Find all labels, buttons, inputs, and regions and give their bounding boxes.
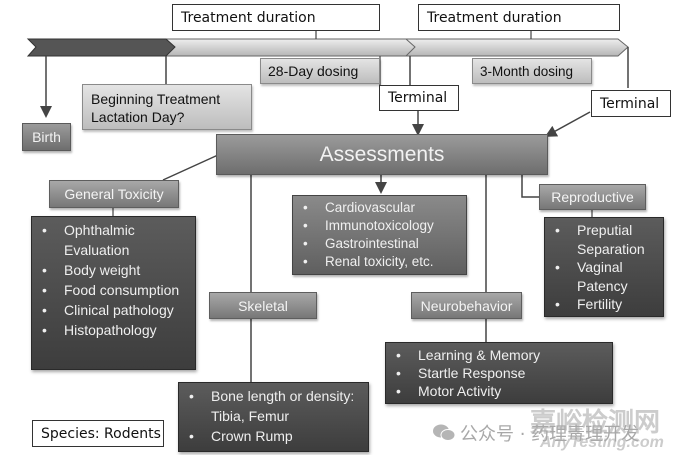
list-item: •Renal toxicity, etc. bbox=[303, 254, 434, 269]
wechat-account-text: 公众号 · 药理毒理开发 bbox=[460, 424, 640, 445]
treatment-duration-label: Treatment duration bbox=[181, 9, 316, 26]
list-item: •Vaginal Patency bbox=[555, 259, 628, 294]
list-item: •Food consumption bbox=[42, 282, 180, 298]
list-item: •Ophthalmic Evaluation bbox=[42, 222, 135, 258]
treatment-duration-box-2: Treatment duration bbox=[418, 4, 620, 31]
wechat-icon bbox=[433, 424, 456, 441]
beginning-treatment-box: Beginning Treatment Lactation Day? bbox=[82, 84, 252, 130]
watermark-wechat: 公众号 · 药理毒理开发 bbox=[432, 420, 639, 446]
skeletal-box: Skeletal bbox=[209, 292, 317, 319]
species-label: Species: Rodents bbox=[41, 425, 161, 442]
neurobehavior-label: Neurobehavior bbox=[420, 297, 513, 314]
watermark-site-cn: 嘉峪检测网 bbox=[530, 408, 661, 438]
dosing-3-month-box: 3-Month dosing bbox=[472, 58, 592, 84]
list-item: •Bone length or density: Tibia, Femur bbox=[189, 388, 355, 424]
assessments-title: Assessments bbox=[319, 142, 445, 166]
birth-label: Birth bbox=[32, 129, 61, 145]
timeline-segment-pre-treatment bbox=[26, 38, 176, 57]
dosing-28-day-box: 28-Day dosing bbox=[260, 58, 380, 84]
assessments-header: Assessments bbox=[216, 134, 548, 175]
general-toxicity-label: General Toxicity bbox=[64, 186, 164, 202]
list-item: •Gastrointestinal bbox=[303, 236, 419, 251]
list-item: •Preputial Separation bbox=[555, 222, 645, 257]
terminal-box-1: Terminal bbox=[379, 85, 459, 111]
timeline-segment-3-month bbox=[403, 38, 629, 57]
general-toxicity-list: •Ophthalmic Evaluation •Body weight •Foo… bbox=[31, 216, 196, 370]
dosing-3-month-label: 3-Month dosing bbox=[480, 63, 574, 79]
birth-box: Birth bbox=[22, 123, 71, 151]
neurobehavior-box: Neurobehavior bbox=[411, 292, 522, 319]
watermark-site-en: AnyTesting.com bbox=[540, 434, 664, 451]
species-box: Species: Rodents bbox=[32, 420, 164, 447]
list-item: •Motor Activity bbox=[396, 383, 502, 399]
terminal-label: Terminal bbox=[600, 95, 660, 112]
list-item: •Clinical pathology bbox=[42, 302, 174, 318]
treatment-duration-label: Treatment duration bbox=[427, 9, 562, 26]
list-item: •Startle Response bbox=[396, 365, 526, 381]
timeline-segment-28-day bbox=[161, 38, 416, 57]
beginning-treatment-label: Beginning Treatment bbox=[91, 91, 221, 107]
terminal-box-2: Terminal bbox=[591, 90, 671, 117]
list-item: •Immunotoxicology bbox=[303, 218, 434, 233]
skeletal-list: •Bone length or density: Tibia, Femur •C… bbox=[178, 382, 369, 452]
list-item: •Learning & Memory bbox=[396, 347, 541, 363]
list-item: •Fertility bbox=[555, 296, 623, 312]
lactation-day-label: Lactation Day? bbox=[91, 109, 185, 125]
terminal-label: Terminal bbox=[388, 90, 448, 106]
general-toxicity-box: General Toxicity bbox=[49, 180, 179, 208]
dosing-28-day-label: 28-Day dosing bbox=[268, 63, 359, 79]
skeletal-label: Skeletal bbox=[238, 297, 288, 314]
reproductive-label: Reproductive bbox=[551, 189, 634, 205]
list-item: •Cardiovascular bbox=[303, 200, 416, 215]
list-item: •Body weight bbox=[42, 262, 141, 278]
list-item: •Histopathology bbox=[42, 322, 157, 338]
organ-systems-list: •Cardiovascular •Immunotoxicology •Gastr… bbox=[292, 195, 467, 275]
list-item: •Crown Rump bbox=[189, 428, 293, 444]
reproductive-box: Reproductive bbox=[539, 184, 646, 210]
reproductive-list: •Preputial Separation •Vaginal Patency •… bbox=[544, 217, 664, 317]
neurobehavior-list: •Learning & Memory •Startle Response •Mo… bbox=[385, 342, 613, 404]
treatment-duration-box-1: Treatment duration bbox=[172, 4, 380, 31]
